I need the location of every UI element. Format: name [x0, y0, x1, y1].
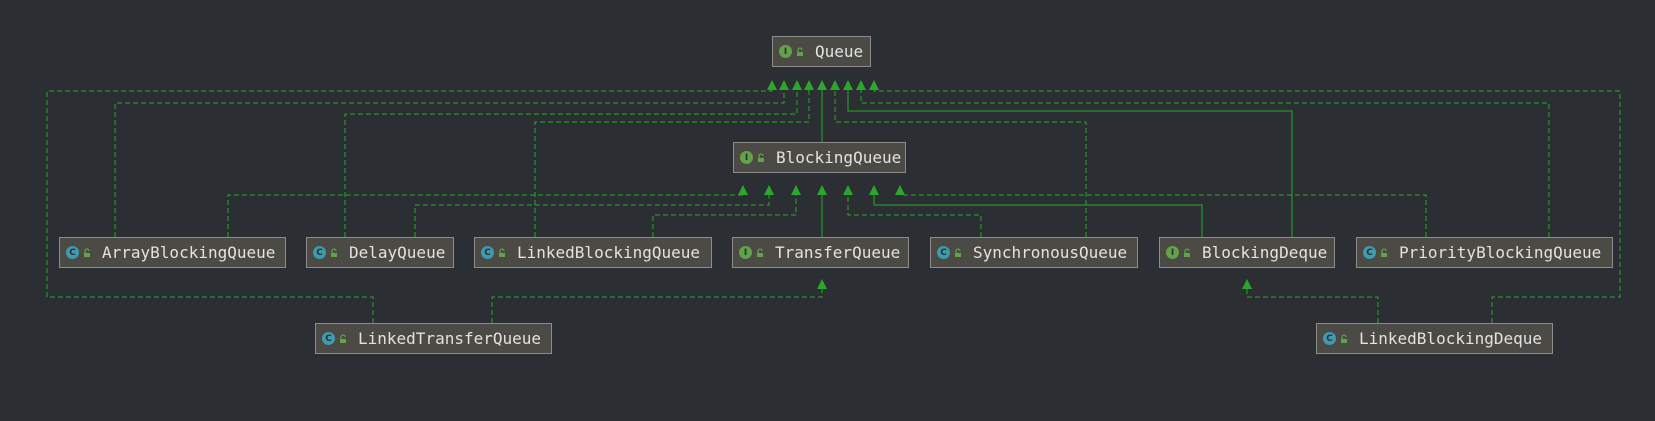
lock-icon [1339, 333, 1349, 344]
edge-linked-blocking-queue-to-blocking-queue [652, 195, 797, 237]
lock-icon [497, 247, 507, 258]
edge-synchronous-queue-to-blocking-queue [847, 195, 982, 237]
node-label: ArrayBlockingQueue [102, 243, 276, 262]
arrowhead [843, 185, 853, 195]
arrowhead [779, 80, 789, 90]
edge-blocking-deque-to-queue [847, 90, 1293, 237]
edge-linked-transfer-queue-to-transfer-queue [491, 289, 823, 323]
arrowhead [843, 80, 853, 90]
arrowhead [895, 185, 905, 195]
edge-blocking-deque-to-blocking-queue [873, 195, 1203, 237]
node-label: LinkedBlockingDeque [1359, 329, 1543, 348]
node-label: TransferQueue [775, 243, 901, 262]
edge-linked-blocking-deque-to-queue [873, 90, 1621, 323]
node-label: BlockingDeque [1202, 243, 1328, 262]
arrowhead [767, 80, 777, 90]
arrowhead [791, 185, 801, 195]
node-label: BlockingQueue [776, 148, 902, 167]
node-transfer-queue[interactable]: I TransferQueue [732, 237, 909, 268]
node-blocking-queue[interactable]: I BlockingQueue [733, 142, 906, 173]
arrowhead [764, 185, 774, 195]
arrowhead [817, 80, 827, 90]
interface-icon: I [739, 246, 752, 259]
node-label: DelayQueue [349, 243, 446, 262]
node-label: SynchronousQueue [973, 243, 1128, 262]
class-icon: C [1323, 332, 1336, 345]
node-queue[interactable]: I Queue [772, 36, 871, 67]
edge-linked-transfer-queue-to-queue [46, 90, 773, 323]
class-icon: C [1363, 246, 1376, 259]
arrowhead [869, 80, 879, 90]
lock-icon [1182, 247, 1192, 258]
node-blocking-deque[interactable]: I BlockingDeque [1159, 237, 1335, 268]
class-icon: C [66, 246, 79, 259]
node-array-blocking-queue[interactable]: C ArrayBlockingQueue [59, 237, 286, 268]
lock-icon [338, 333, 348, 344]
node-label: PriorityBlockingQueue [1399, 243, 1602, 262]
arrowhead [738, 185, 748, 195]
interface-icon: I [740, 151, 753, 164]
class-icon: C [313, 246, 326, 259]
class-icon: C [322, 332, 335, 345]
arrowhead [830, 80, 840, 90]
node-label: Queue [815, 42, 864, 61]
edge-synchronous-queue-to-queue [834, 90, 1087, 237]
node-linked-transfer-queue[interactable]: C LinkedTransferQueue [315, 323, 552, 354]
edge-array-blocking-queue-to-queue [114, 90, 785, 237]
class-icon: C [481, 246, 494, 259]
edge-linked-blocking-queue-to-queue [534, 90, 810, 237]
edge-delay-queue-to-queue [344, 90, 798, 237]
node-label: LinkedTransferQueue [358, 329, 542, 348]
node-priority-blocking-queue[interactable]: C PriorityBlockingQueue [1356, 237, 1613, 268]
node-linked-blocking-deque[interactable]: C LinkedBlockingDeque [1316, 323, 1553, 354]
node-synchronous-queue[interactable]: C SynchronousQueue [930, 237, 1138, 268]
edge-delay-queue-to-blocking-queue [414, 195, 770, 237]
edge-array-blocking-queue-to-blocking-queue [227, 194, 743, 237]
arrowhead [1242, 279, 1252, 289]
lock-icon [755, 247, 765, 258]
arrowhead [817, 279, 827, 289]
lock-icon [756, 152, 766, 163]
arrowhead [804, 80, 814, 90]
lock-icon [1379, 247, 1389, 258]
edge-priority-blocking-queue-to-blocking-queue [900, 194, 1427, 237]
lock-icon [329, 247, 339, 258]
edge-priority-blocking-queue-to-queue [860, 90, 1550, 237]
arrowhead [792, 80, 802, 90]
arrowhead [817, 185, 827, 195]
node-label: LinkedBlockingQueue [517, 243, 701, 262]
class-icon: C [937, 246, 950, 259]
arrowhead [869, 185, 879, 195]
lock-icon [795, 46, 805, 57]
node-delay-queue[interactable]: C DelayQueue [306, 237, 454, 268]
arrowhead [856, 80, 866, 90]
node-linked-blocking-queue[interactable]: C LinkedBlockingQueue [474, 237, 712, 268]
interface-icon: I [1166, 246, 1179, 259]
edge-linked-blocking-deque-to-blocking-deque [1246, 289, 1379, 323]
lock-icon [82, 247, 92, 258]
interface-icon: I [779, 45, 792, 58]
lock-icon [953, 247, 963, 258]
